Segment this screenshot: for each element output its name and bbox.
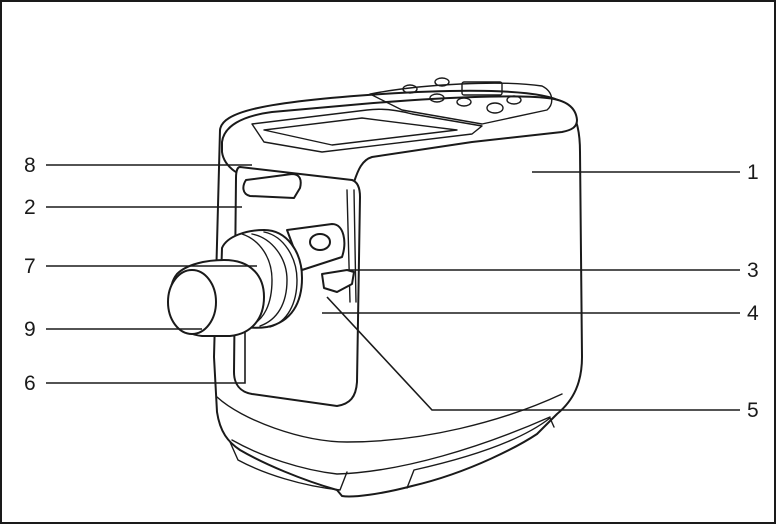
callout-label-6: 6 [24,372,36,395]
control-button-icon [506,95,522,105]
control-button-icon [402,84,418,94]
callout-label-9: 9 [24,318,36,341]
callout-label-4: 4 [747,302,759,325]
callout-label-7: 7 [24,255,36,278]
air-outlet [167,223,346,337]
control-panel [369,82,553,125]
control-button-icon [486,102,504,114]
callout-label-3: 3 [747,259,759,282]
device-base-band [216,393,563,443]
callout-label-1: 1 [747,161,759,184]
control-buttons [402,77,522,114]
control-button-icon [429,93,445,103]
callout-line-5 [326,296,740,411]
control-button-icon [456,97,472,107]
water-tank-window [251,108,483,153]
control-button-icon [434,77,450,87]
callout-labels: 8 2 7 9 6 1 3 4 5 [24,154,759,422]
release-latch [242,173,302,199]
display-screen [461,81,503,96]
callout-lines [46,164,740,411]
callout-label-8: 8 [24,154,36,177]
callout-label-5: 5 [747,399,759,422]
device-illustration [167,77,583,498]
callout-line-6 [46,332,246,384]
callout-label-2: 2 [24,196,36,219]
